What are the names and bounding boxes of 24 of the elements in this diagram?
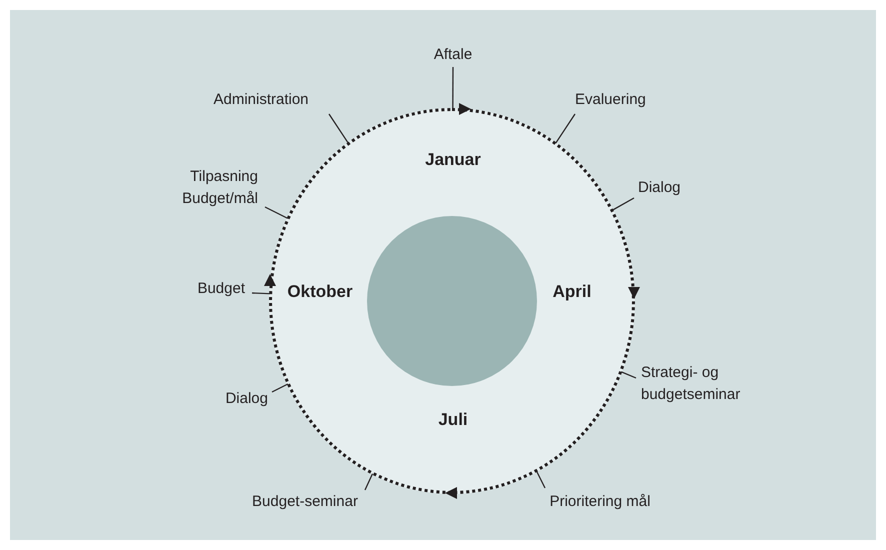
step-label: Budget-seminar <box>252 491 358 513</box>
step-label: Tilpasning Budget/mål <box>182 166 258 210</box>
step-label: Budget <box>197 278 245 300</box>
leader-line <box>536 470 546 488</box>
step-label: Administration <box>213 89 309 111</box>
month-label: Januar <box>425 149 481 171</box>
leader-line <box>264 206 288 219</box>
leader-line <box>555 114 576 144</box>
step-label: Dialog <box>638 177 681 199</box>
leader-line <box>328 114 349 144</box>
step-label: Strategi- og budgetseminar <box>641 362 740 406</box>
step-label: Evaluering <box>575 89 646 111</box>
leader-line <box>252 292 270 294</box>
step-label: Aftale <box>434 44 472 66</box>
month-label: April <box>552 281 592 303</box>
leader-line <box>612 197 634 211</box>
leader-line <box>452 67 454 109</box>
month-label: Oktober <box>287 281 353 303</box>
step-label: Prioritering mål <box>550 491 650 513</box>
leader-line <box>272 383 288 393</box>
leader-line <box>364 473 374 490</box>
leader-line <box>620 371 636 379</box>
month-label: Juli <box>438 409 468 431</box>
step-label: Dialog <box>225 388 268 410</box>
